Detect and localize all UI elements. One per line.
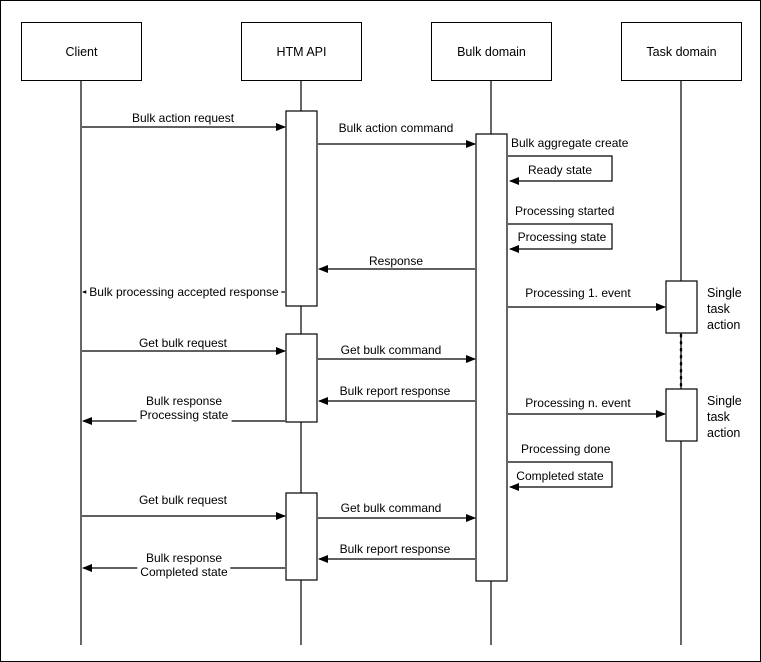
- participant-box-client[interactable]: Client: [21, 22, 142, 81]
- message-label-bulk-response-2: Bulk response: [142, 552, 226, 565]
- message-label-bulk-processing-accepted-response: Bulk processing accepted response: [86, 286, 282, 299]
- message-label-bulk-action-command: Bulk action command: [335, 122, 457, 135]
- participant-label-client: Client: [65, 44, 98, 59]
- activation-htm-api-1: [285, 110, 318, 307]
- message-label-bulk-response-1-state: Processing state: [136, 409, 232, 422]
- message-label-processing-state-self: Processing state: [514, 231, 610, 244]
- arrow-self-processing-started: [508, 223, 613, 253]
- participant-box-htm-api[interactable]: HTM API: [241, 22, 362, 81]
- task-action-note-2-line-3: action: [707, 426, 741, 440]
- message-label-completed-state-self: Completed state: [513, 470, 607, 483]
- message-label-bulk-aggregate-create: Bulk aggregate create: [509, 136, 631, 150]
- message-label-bulk-response-2-state: Completed state: [137, 566, 231, 579]
- participant-box-task-domain[interactable]: Task domain: [621, 22, 742, 81]
- message-label-ready-state: Ready state: [524, 164, 596, 177]
- activation-htm-api-3: [285, 492, 318, 581]
- participant-label-htm-api: HTM API: [276, 44, 327, 59]
- task-action-note-1-line-2: task: [707, 302, 730, 316]
- activation-htm-api-2: [285, 333, 318, 423]
- arrow-self-bulk-aggregate-create: [508, 155, 613, 185]
- message-label-bulk-action-request: Bulk action request: [128, 112, 238, 125]
- message-label-get-bulk-request-1: Get bulk request: [135, 337, 231, 350]
- message-label-bulk-report-response-2: Bulk report response: [336, 543, 454, 556]
- task-action-note-2-line-2: task: [707, 410, 730, 424]
- arrow-self-processing-done: [508, 461, 613, 491]
- participant-box-bulk-domain[interactable]: Bulk domain: [431, 22, 552, 81]
- activation-bars: [285, 110, 698, 582]
- task-action-note-1: Single task action: [707, 285, 742, 333]
- task-action-note-2: Single task action: [707, 393, 742, 441]
- message-label-processing-n-event: Processing n. event: [522, 397, 634, 410]
- message-label-response: Response: [365, 255, 427, 268]
- message-label-bulk-response-1: Bulk response: [142, 395, 226, 408]
- task-action-note-2-line-1: Single: [707, 394, 742, 408]
- message-label-get-bulk-command-1: Get bulk command: [337, 344, 445, 357]
- message-label-processing-done: Processing done: [519, 442, 613, 456]
- message-label-get-bulk-command-2: Get bulk command: [337, 502, 445, 515]
- message-label-bulk-report-response-1: Bulk report response: [336, 385, 454, 398]
- message-label-processing-started: Processing started: [513, 204, 617, 218]
- activation-bulk-domain-1: [475, 133, 508, 582]
- participant-label-task-domain: Task domain: [646, 44, 717, 59]
- message-label-processing-1-event: Processing 1. event: [522, 287, 634, 300]
- activation-task-domain-2: [665, 388, 698, 442]
- task-action-note-1-line-1: Single: [707, 286, 742, 300]
- participant-label-bulk-domain: Bulk domain: [457, 44, 526, 59]
- message-label-get-bulk-request-2: Get bulk request: [135, 494, 231, 507]
- activation-task-domain-1: [665, 280, 698, 334]
- task-action-note-1-line-3: action: [707, 318, 741, 332]
